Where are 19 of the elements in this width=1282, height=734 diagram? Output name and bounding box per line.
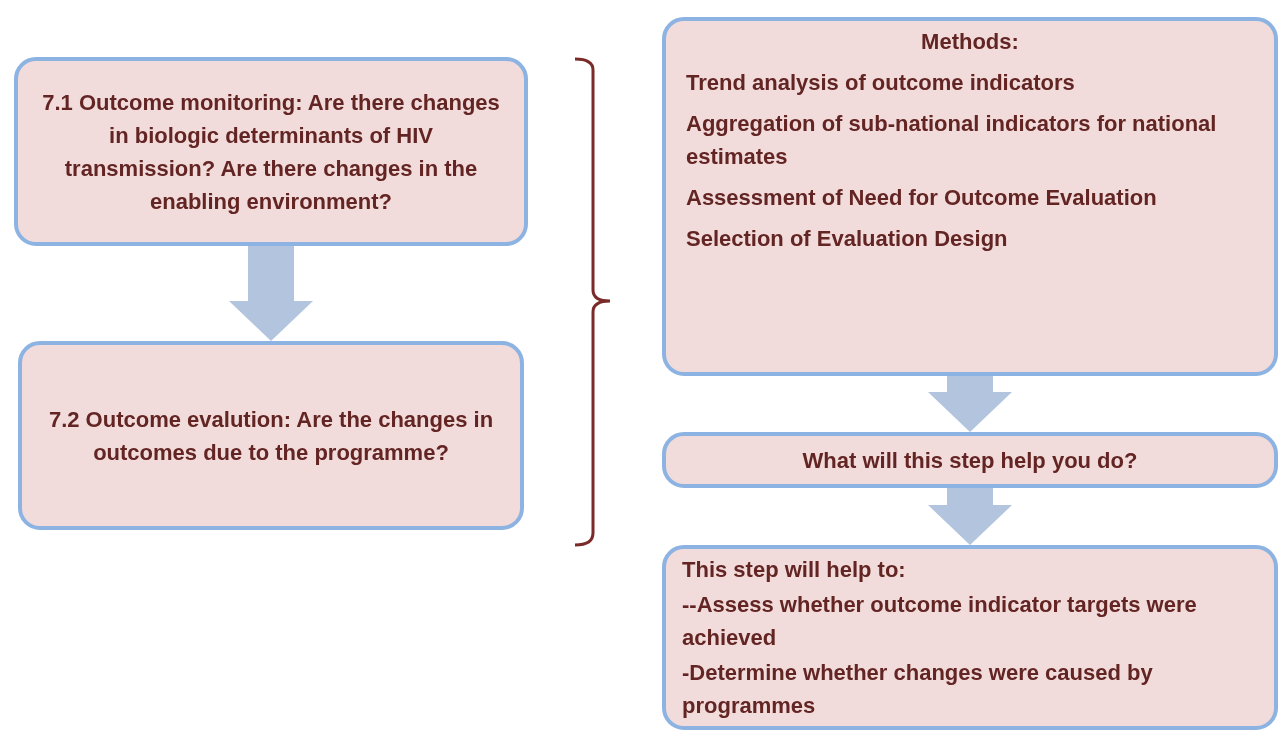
- box-text: Methods:: [920, 28, 1020, 56]
- box-text: 7.2 Outcome evalution: Are the changes in outcomes due to the programme?: [47, 405, 495, 467]
- box-text: This step will help to:: [682, 556, 907, 584]
- process-box: [662, 545, 1278, 730]
- process-box: [14, 57, 528, 246]
- box-text: 7.1 Outcome monitoring: Are there changes in biologic determinants of HIV transmission? Are there changes in the enabling environment?: [41, 88, 501, 216]
- block-arrow: [928, 376, 1012, 432]
- box-text: --Assess whether outcome indicator targets were achieved: [682, 591, 1198, 652]
- box-text: -Determine whether changes were caused by programmes: [682, 659, 1154, 720]
- process-box: [18, 341, 524, 530]
- box-text: What will this step help you do?: [801, 446, 1139, 475]
- box-text: Selection of Evaluation Design: [686, 225, 1009, 253]
- block-arrow: [229, 246, 313, 341]
- block-arrow: [928, 488, 1012, 545]
- box-text: Assessment of Need for Outcome Evaluation: [686, 184, 1158, 212]
- process-box: [662, 432, 1278, 488]
- box-text: Trend analysis of outcome indicators: [686, 69, 1076, 97]
- box-text: Aggregation of sub-national indicators for national estimates: [686, 110, 1218, 171]
- process-box: [662, 17, 1278, 376]
